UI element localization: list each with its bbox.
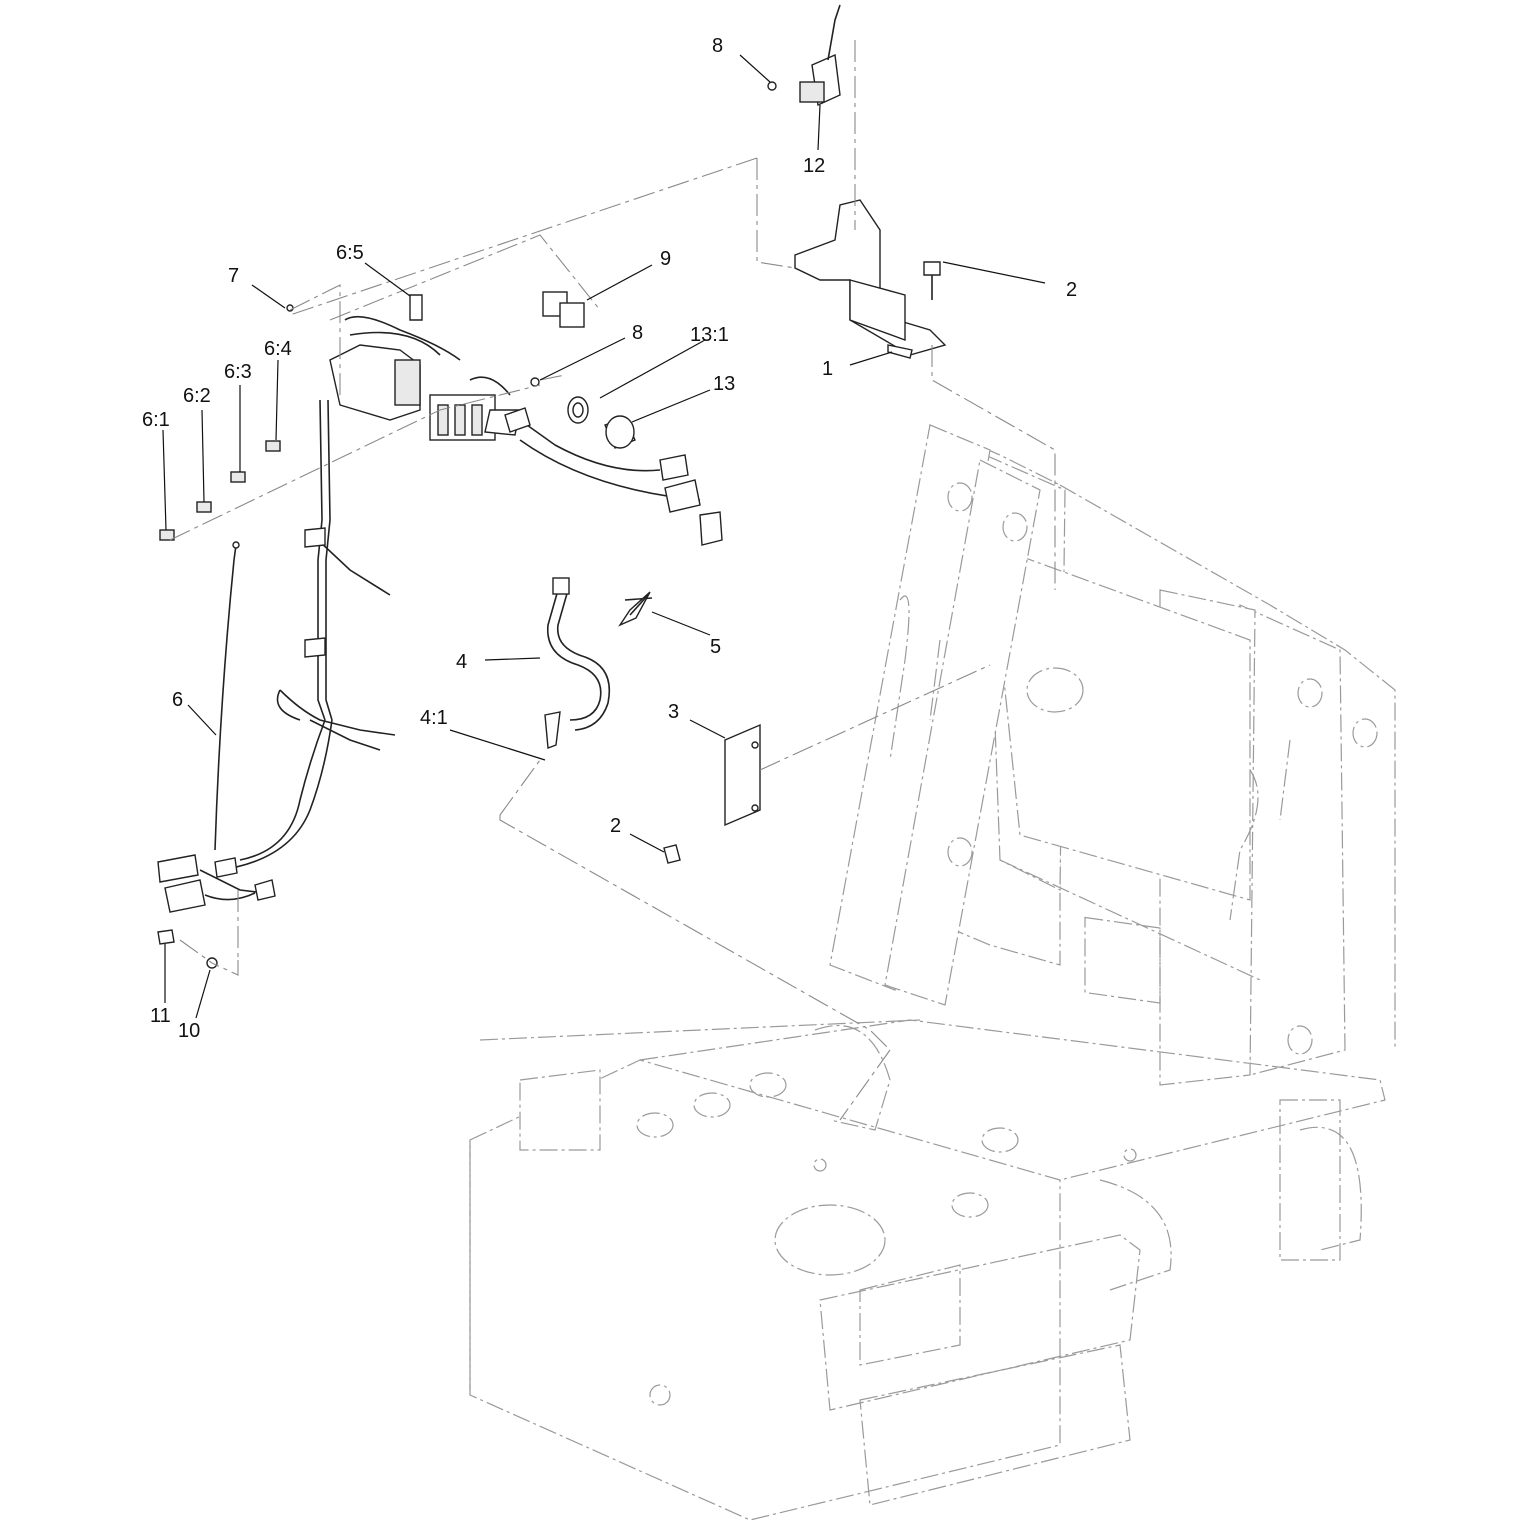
- fuse-6-1: [159, 529, 175, 541]
- fuse-6-3: [230, 471, 246, 483]
- bracket-plate: [724, 723, 761, 827]
- callout-1: 1: [822, 358, 833, 380]
- relays: [542, 291, 585, 328]
- callout-9: 9: [660, 248, 671, 270]
- callout-6-5: 6:5: [336, 242, 364, 264]
- callout-7: 7: [228, 265, 239, 287]
- fuse-6-4: [265, 440, 281, 452]
- chassis-frame: [469, 424, 1396, 1521]
- callout-11: 11: [150, 1005, 171, 1027]
- callout-6-2: 6:2: [183, 385, 211, 407]
- callout-13: 13: [713, 373, 735, 395]
- callout-4: 4: [456, 651, 467, 673]
- wiring-harness: [157, 294, 723, 913]
- fuse-6-2: [196, 501, 212, 513]
- callout-12: 12: [803, 155, 825, 177]
- callout-13-1: 13:1: [690, 324, 729, 346]
- callout-labels: 8 12 2 1 7 6:5 9 8 13:1 13 6:4 6:3 6:2 6…: [142, 35, 1077, 1042]
- mounting-bracket: [794, 199, 947, 359]
- callout-3: 3: [668, 701, 679, 723]
- assembly-lines: [169, 40, 1056, 1121]
- callout-6-3: 6:3: [224, 361, 252, 383]
- relay-module: [767, 4, 841, 107]
- callout-10: 10: [178, 1020, 200, 1042]
- hose-assembly: [544, 577, 653, 749]
- callout-2-bottom: 2: [610, 815, 621, 837]
- callout-6-4: 6:4: [264, 338, 292, 360]
- fasteners: [157, 261, 941, 969]
- callout-2-top: 2: [1066, 279, 1077, 301]
- callout-8-top: 8: [712, 35, 723, 57]
- callout-8-mid: 8: [632, 322, 643, 344]
- callout-6: 6: [172, 689, 183, 711]
- callout-5: 5: [710, 636, 721, 658]
- leader-lines: [162, 54, 1046, 1019]
- callout-4-1: 4:1: [420, 707, 448, 729]
- callout-6-1: 6:1: [142, 409, 170, 431]
- switch-and-nut: [530, 377, 636, 449]
